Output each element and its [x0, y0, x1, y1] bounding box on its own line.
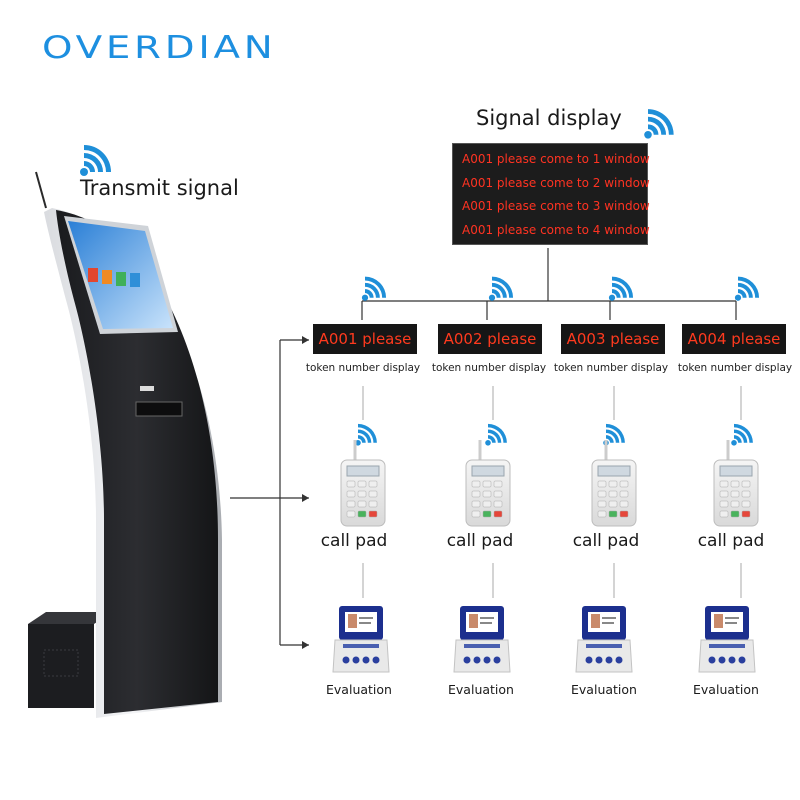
evaluation-label: Evaluation: [693, 682, 759, 697]
token-caption: token number display: [305, 362, 421, 374]
token-caption: token number display: [553, 362, 669, 374]
signal-line: A001 please come to 3 window: [462, 199, 650, 213]
kiosk-base: [28, 612, 112, 708]
call-pad-label: call pad: [697, 531, 765, 551]
call-pad-device: [340, 440, 386, 527]
call-pad-label: call pad: [446, 531, 514, 551]
wifi-signal-icon: [485, 423, 507, 446]
signal-line: A001 please come to 2 window: [462, 175, 650, 190]
token-display-4: A004 please: [682, 324, 786, 354]
brand-logo: OVERDIAN: [42, 30, 277, 66]
connector-lines: [230, 248, 737, 646]
call-pad-device: [713, 440, 759, 527]
wifi-signal-icon: [361, 276, 387, 301]
wifi-signal-icon: [644, 109, 674, 139]
token-caption: token number display: [431, 362, 547, 374]
wifi-signal-icon: [488, 276, 514, 301]
signal-display-board: A001 please come to 1 window A001 please…: [452, 143, 650, 245]
evaluator-device: [698, 606, 756, 673]
evaluator-device: [453, 606, 511, 673]
evaluation-label: Evaluation: [448, 682, 514, 697]
token-display-2: A002 please: [438, 324, 542, 354]
wifi-signal-icon: [734, 276, 760, 301]
call-pad-device: [591, 440, 637, 527]
evaluation-label: Evaluation: [326, 682, 392, 697]
signal-display-title: Signal display: [476, 106, 622, 130]
wifi-signal-icon: [355, 423, 377, 446]
transmit-signal-label: Transmit signal: [80, 176, 239, 200]
evaluator-device: [332, 606, 390, 673]
vertical-links: [362, 386, 742, 598]
call-pad-label: call pad: [572, 531, 640, 551]
token-display-1: A001 please: [313, 324, 417, 354]
call-pad-label: call pad: [320, 531, 388, 551]
wifi-signal-icon: [731, 423, 753, 446]
call-pad-device: [465, 440, 511, 527]
wifi-signal-icon: [80, 145, 111, 176]
signal-line: A001 please come to 1 window: [462, 152, 650, 166]
evaluation-label: Evaluation: [571, 682, 637, 697]
token-caption: token number display: [677, 362, 793, 374]
arrowheads: [302, 336, 309, 649]
wifi-signal-icon: [608, 276, 634, 301]
token-display-3: A003 please: [561, 324, 665, 354]
evaluator-device: [575, 606, 633, 673]
signal-line: A001 please come to 4 window: [462, 222, 650, 237]
kiosk: [35, 171, 222, 718]
